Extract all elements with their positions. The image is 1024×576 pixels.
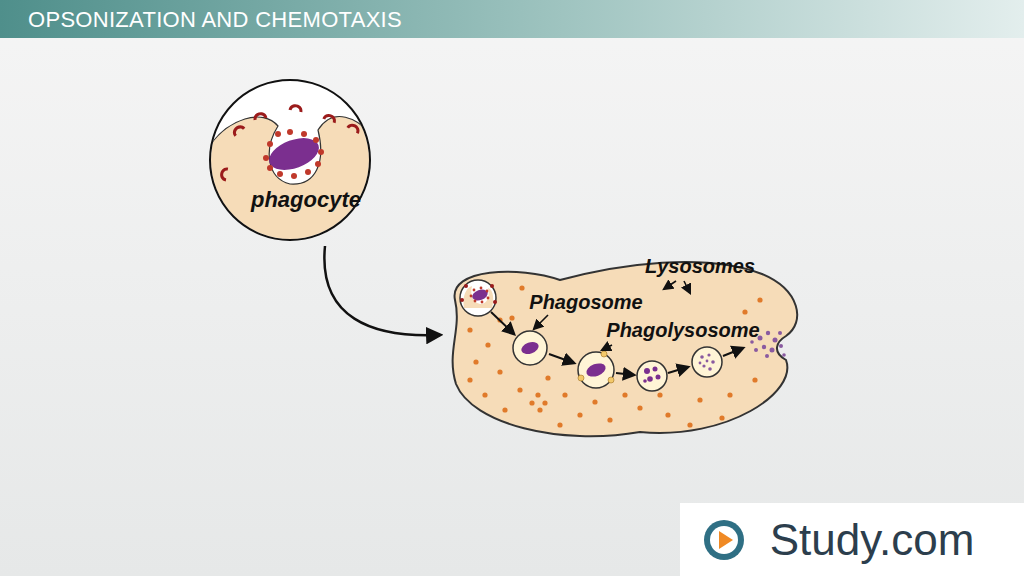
logo-icon <box>704 520 744 560</box>
process-arrow <box>324 246 440 335</box>
phagocytosis-stages <box>460 280 786 391</box>
part-label: Phagosome <box>529 291 642 313</box>
node-label: phagocyte <box>251 188 361 212</box>
title-bar <box>0 0 1024 38</box>
logo-icon-ring <box>710 526 738 554</box>
part-label: Phagolysosome <box>606 319 759 341</box>
logo-panel <box>680 503 1024 576</box>
phagocyte-circle: phagocyte <box>208 78 372 242</box>
zoom-inset <box>208 78 372 242</box>
logo-play <box>719 531 733 549</box>
part-label: Lysosomes <box>645 255 755 277</box>
lysosome-dots <box>467 285 762 427</box>
title: OPSONIZATION AND CHEMOTAXIS <box>28 9 402 31</box>
phagocyte-cell <box>453 262 798 436</box>
watermark: Study.com <box>770 518 975 562</box>
